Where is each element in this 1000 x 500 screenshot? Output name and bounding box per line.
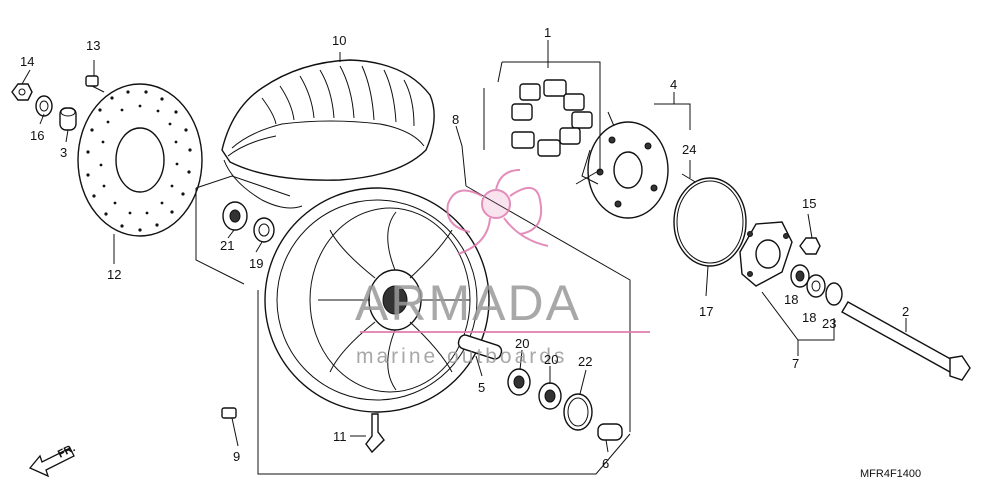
collar-6 (597, 423, 623, 441)
bearing-21 (222, 201, 248, 231)
damper-rubbers (511, 79, 593, 157)
nut-15 (799, 237, 821, 255)
callout-19: 19 (249, 256, 263, 271)
tire (221, 59, 435, 209)
bearing-20a (507, 368, 531, 396)
diagram-code: MFR4F1400 (860, 468, 921, 480)
callout-7: 7 (792, 356, 799, 371)
callout-12: 12 (107, 267, 121, 282)
callout-21: 21 (220, 238, 234, 253)
bearing-20b (538, 382, 562, 410)
callouts: 1 2 3 4 5 6 7 8 9 10 11 12 13 14 15 16 1… (20, 25, 909, 471)
callout-15: 15 (802, 196, 816, 211)
callout-3: 3 (60, 145, 67, 160)
watermark: ARMADA marine outboards (355, 169, 650, 368)
callout-1: 1 (544, 25, 551, 40)
balance-weight-9 (221, 407, 237, 419)
o-ring-22 (563, 393, 593, 431)
brake-disc (77, 83, 203, 237)
callout-22: 22 (578, 354, 592, 369)
seal-19 (253, 217, 275, 243)
seal-18b (806, 274, 826, 298)
collar-3 (59, 107, 77, 131)
bolt-13 (85, 75, 105, 93)
bearing-18a (790, 264, 810, 288)
front-direction-label: FR. (56, 442, 77, 461)
callout-13: 13 (86, 38, 100, 53)
collar-23 (825, 282, 843, 306)
callout-4: 4 (670, 77, 677, 92)
callout-10: 10 (332, 33, 346, 48)
callout-20b: 20 (544, 352, 558, 367)
callout-9: 9 (233, 449, 240, 464)
callout-18a: 18 (784, 292, 798, 307)
nut-14 (11, 83, 33, 101)
driven-flange-4 (581, 111, 669, 219)
watermark-logo (446, 169, 549, 255)
callout-2: 2 (902, 304, 909, 319)
washer-16 (35, 95, 53, 117)
callout-18b: 18 (802, 310, 816, 325)
callout-11: 11 (333, 429, 347, 444)
callout-24: 24 (682, 142, 696, 157)
front-direction-arrow: FR. (28, 442, 77, 478)
distance-collar-5 (457, 334, 503, 360)
axle-2 (841, 301, 971, 381)
callout-5: 5 (478, 380, 485, 395)
watermark-tagline: marine outboards (356, 345, 567, 368)
callout-16: 16 (30, 128, 44, 143)
callout-14: 14 (20, 54, 34, 69)
callout-23: 23 (822, 316, 836, 331)
valve-11 (365, 413, 385, 454)
callout-8: 8 (452, 112, 459, 127)
final-driven-flange-7 (739, 221, 793, 287)
callout-20a: 20 (515, 336, 529, 351)
watermark-brand: ARMADA (355, 275, 581, 331)
wheel-rim (264, 187, 490, 413)
callout-17: 17 (699, 304, 713, 319)
leader-lines (21, 40, 907, 475)
callout-6: 6 (602, 456, 609, 471)
circlip-17 (673, 177, 747, 267)
